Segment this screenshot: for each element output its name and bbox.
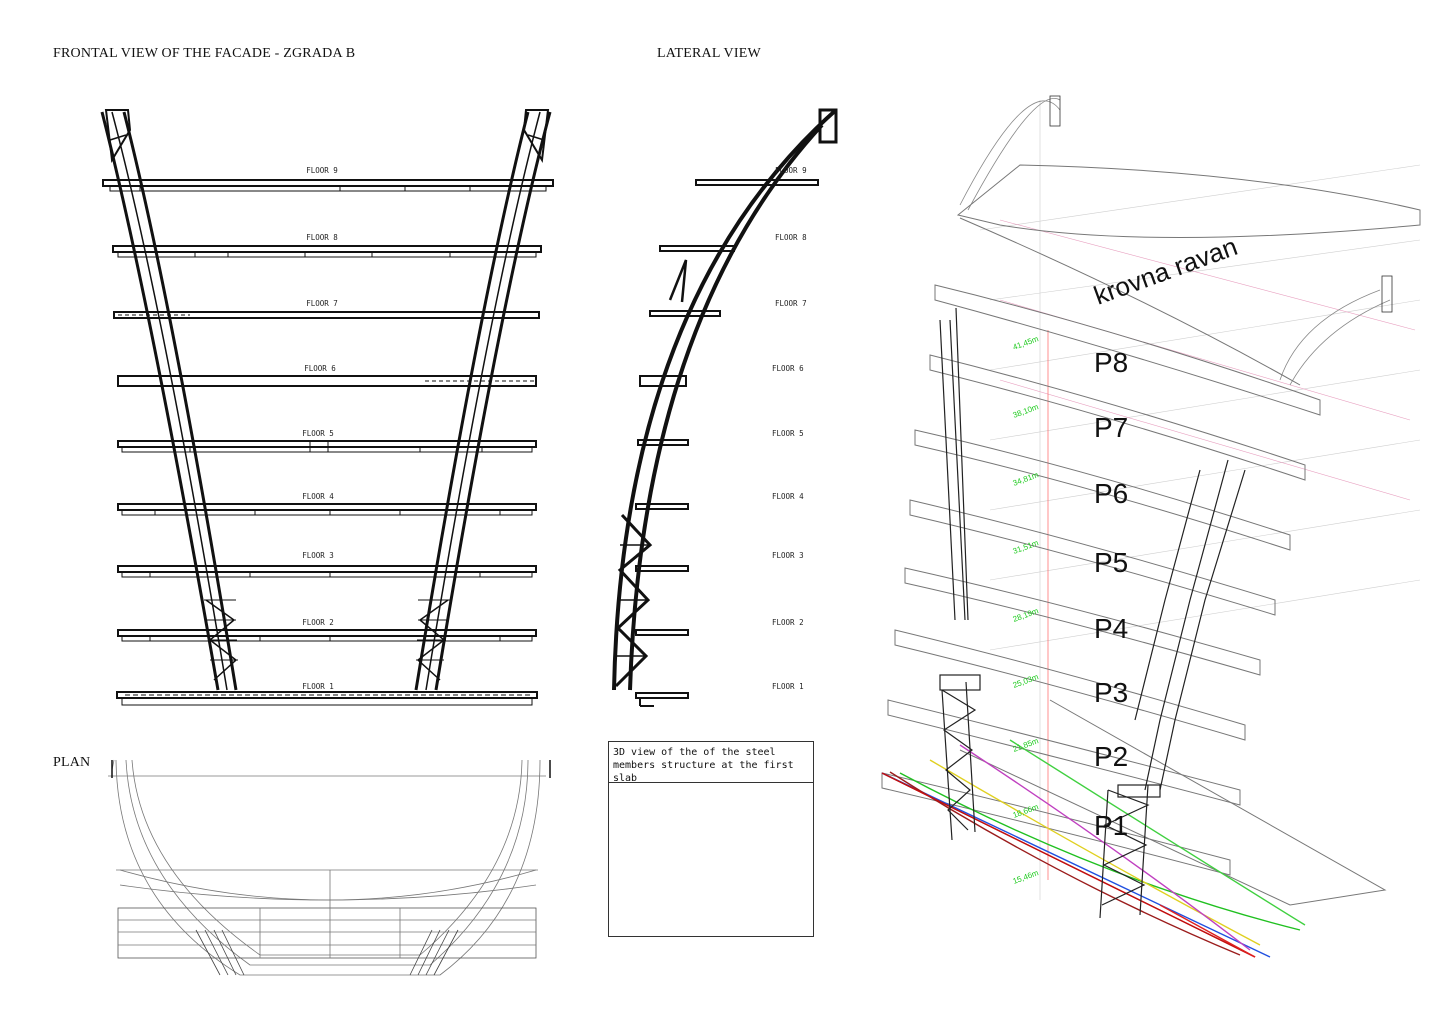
lateral-floor-label: FLOOR 1 [772,682,804,691]
caption-divider [609,782,813,783]
level-label: P4 [1094,613,1128,644]
plan-view [108,759,551,976]
lateral-truss [614,513,653,688]
height-label: 15,46m [1012,868,1040,886]
iso-height-labels: 41,45m 38,10m 34,81m 31,51m 28,19m 25,03… [1012,334,1040,886]
lateral-slabs [635,179,819,707]
level-label: P3 [1094,677,1128,708]
frontal-floor-label: FLOOR 1 [302,682,334,691]
frontal-left-column [100,109,238,691]
level-label: P8 [1094,347,1128,378]
frontal-slab-6 [117,375,537,387]
frontal-floor-label: FLOOR 9 [306,166,338,175]
lateral-floor-label: FLOOR 9 [775,166,807,175]
lateral-floor-label: FLOOR 4 [772,492,804,501]
frontal-slab-2 [117,629,537,642]
frontal-floor-label: FLOOR 7 [306,299,338,308]
frontal-view [100,109,554,706]
frontal-floor-label: FLOOR 8 [306,233,338,242]
level-label: P6 [1094,478,1128,509]
frontal-slab-8 [112,245,542,258]
frontal-slab-3 [117,565,537,578]
lateral-floor-labels: FLOOR 9 FLOOR 8 FLOOR 7 FLOOR 6 FLOOR 5 … [772,166,807,691]
height-label: 34,81m [1012,470,1040,488]
height-label: 38,10m [1012,402,1040,420]
roof-plane-label: krovna ravan [1090,231,1242,311]
frontal-floor-label: FLOOR 5 [302,429,334,438]
lateral-floor-label: FLOOR 3 [772,551,804,560]
height-label: 25,03m [1012,672,1040,690]
frontal-slab-4 [117,503,537,516]
frontal-floor-label: FLOOR 6 [304,364,336,373]
lateral-floor-label: FLOOR 6 [772,364,804,373]
steel-members-caption-box: 3D view of the of the steel members stru… [608,741,814,937]
height-label: 41,45m [1012,334,1040,352]
frontal-view-title: FRONTAL VIEW OF THE FACADE - ZGRADA B [53,46,356,61]
lateral-view [612,108,838,707]
frontal-right-column [414,109,552,691]
slab-joints [139,186,501,641]
lateral-floor-label: FLOOR 5 [772,429,804,438]
frontal-slab-1 [116,691,538,706]
lateral-view-title: LATERAL VIEW [657,46,761,61]
frontal-slab-5 [117,440,537,453]
frontal-floor-label: FLOOR 2 [302,618,334,627]
frontal-floor-label: FLOOR 4 [302,492,334,501]
plan-title: PLAN [53,755,91,770]
steel-members-caption: 3D view of the of the steel members stru… [613,747,794,784]
isometric-model: krovna ravan P8 P7 P6 P5 P4 P3 P2 P1 41,… [881,95,1421,958]
lateral-floor-label: FLOOR 8 [775,233,807,242]
lateral-floor-label: FLOOR 7 [775,299,807,308]
frontal-slab-7 [113,311,540,319]
height-label: 21,85m [1012,736,1040,754]
iso-level-labels: krovna ravan P8 P7 P6 P5 P4 P3 P2 P1 [1090,231,1242,841]
level-label: P7 [1094,412,1128,443]
frontal-slab-9 [102,179,554,192]
frontal-floor-label: FLOOR 3 [302,551,334,560]
level-label: P5 [1094,547,1128,578]
level-label: P1 [1094,810,1128,841]
frontal-floor-labels: FLOOR 9 FLOOR 8 FLOOR 7 FLOOR 6 FLOOR 5 … [302,166,338,691]
lateral-floor-label: FLOOR 2 [772,618,804,627]
level-label: P2 [1094,741,1128,772]
